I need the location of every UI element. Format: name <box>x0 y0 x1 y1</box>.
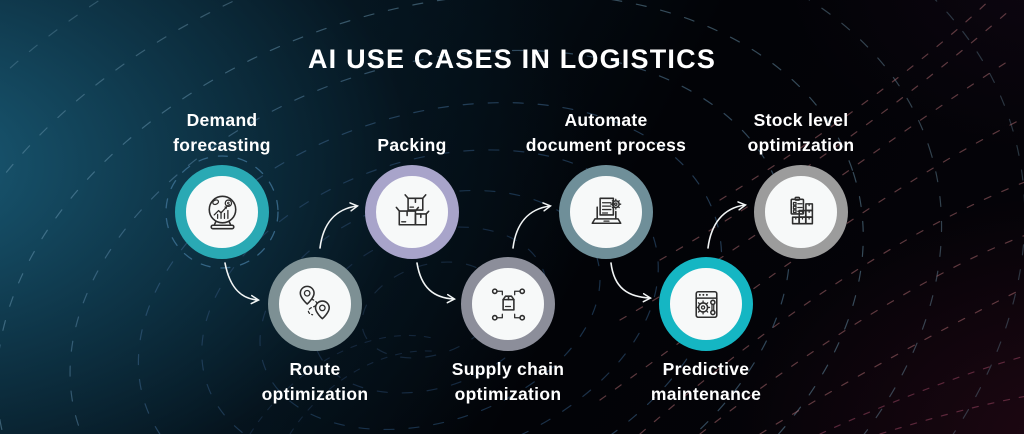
checklist-stock-icon <box>789 196 813 224</box>
crystal-ball-forecast-icon: $ <box>207 195 237 229</box>
page-title: AI USE CASES IN LOGISTICS <box>307 44 717 74</box>
laptop-document-gear-icon <box>591 197 621 224</box>
node-supply-chain <box>461 257 555 351</box>
node-ring <box>268 257 362 351</box>
node-label-route-optimization: Route optimization <box>261 359 369 404</box>
node-predictive-maintenance <box>659 257 753 351</box>
arrow-6-7 <box>707 201 747 249</box>
arrow-4-5 <box>512 202 552 249</box>
node-label-packing: Packing <box>377 135 447 155</box>
node-stock-level <box>754 165 848 259</box>
node-label-demand-forecasting: Demand forecasting <box>173 110 271 155</box>
node-demand-forecasting: $ <box>175 165 269 259</box>
packing-boxes-icon <box>395 193 429 226</box>
node-route-optimization <box>268 257 362 351</box>
node-label-automate-document: Automate document process <box>525 110 687 155</box>
window-gear-wrench-icon <box>694 290 718 318</box>
arrow-1-2 <box>224 262 261 305</box>
node-ring <box>461 257 555 351</box>
node-automate-document <box>559 165 653 259</box>
node-label-stock-level: Stock level optimization <box>747 110 855 155</box>
node-ring <box>365 165 459 259</box>
node-packing <box>365 165 459 259</box>
arrow-2-3 <box>319 202 359 249</box>
svg-text:$: $ <box>226 201 230 207</box>
node-label-supply-chain: Supply chain optimization <box>451 359 565 404</box>
node-ring <box>659 257 753 351</box>
node-ring <box>559 165 653 259</box>
node-ring: $ <box>175 165 269 259</box>
node-ring <box>754 165 848 259</box>
arrow-5-6 <box>610 262 653 303</box>
box-network-icon <box>491 287 525 321</box>
arrow-3-4 <box>416 262 457 304</box>
node-label-predictive-maintenance: Predictive maintenance <box>650 359 762 404</box>
route-pins-icon <box>299 285 330 319</box>
